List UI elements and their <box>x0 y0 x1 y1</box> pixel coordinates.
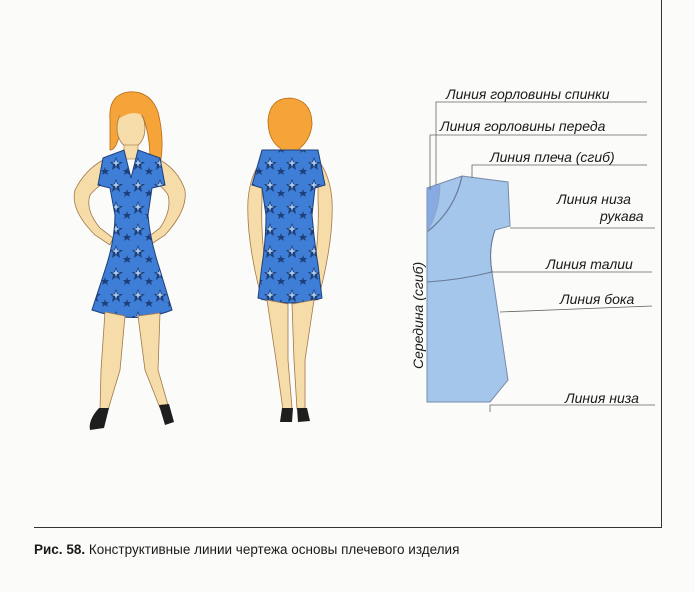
armhole-curve <box>490 229 496 273</box>
label-waist-line: Линия талии <box>546 256 633 272</box>
neckline-curve <box>426 175 463 233</box>
figure-frame <box>34 0 662 528</box>
label-sleeve-bottom-line1: Линия низа <box>557 191 631 207</box>
draft-shape <box>426 175 511 403</box>
label-shoulder-line: Линия плеча (сгиб) <box>490 149 615 165</box>
label-side-line: Линия бока <box>560 291 635 307</box>
back-hair <box>267 97 313 186</box>
label-bottom-line: Линия низа <box>565 390 639 406</box>
caption-text: Конструктивные линии чертежа основы плеч… <box>88 542 460 557</box>
label-back-neckline: Линия горловины спинки <box>446 86 610 102</box>
front-figure <box>73 91 186 430</box>
back-left-leg <box>266 299 293 411</box>
leader-lines <box>429 101 655 412</box>
back-left-shoe <box>280 408 293 422</box>
waist-curve <box>426 271 493 283</box>
front-left-shoe <box>89 408 109 430</box>
front-neckline-area <box>427 184 440 232</box>
back-right-shoe <box>297 408 310 422</box>
figure-caption: Рис. 58. Конструктивные линии чертежа ос… <box>34 542 459 557</box>
front-right-shoe <box>159 404 174 425</box>
pattern-draft <box>426 175 511 403</box>
label-front-neckline: Линия горловины переда <box>440 118 606 134</box>
front-right-leg <box>137 312 169 409</box>
label-sleeve-bottom-line2: рукава <box>600 208 644 224</box>
label-center-fold: Середина (сгиб) <box>410 261 426 369</box>
caption-number: Рис. 58. <box>34 542 86 557</box>
back-right-leg <box>291 299 315 410</box>
back-figure <box>247 97 333 422</box>
front-left-leg <box>99 311 126 411</box>
back-dress <box>251 149 326 304</box>
